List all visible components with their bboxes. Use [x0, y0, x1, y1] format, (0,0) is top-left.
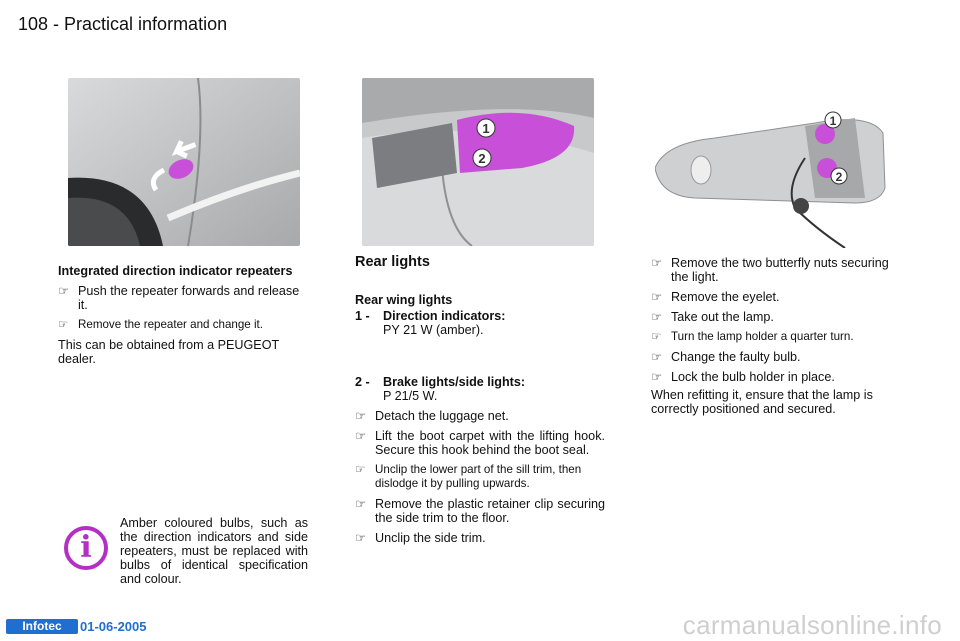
bullet-item: ☞ Change the faulty bulb. [651, 350, 906, 364]
left-column: Integrated direction indicator repeaters… [58, 264, 308, 372]
bullet-item: ☞ Remove the eyelet. [651, 290, 906, 304]
bullet-item: ☞ Turn the lamp holder a quarter turn. [651, 330, 906, 344]
bullet-text: Push the repeater forwards and release i… [78, 284, 300, 312]
bullet-item: ☞ Remove the plastic retainer clip secur… [355, 497, 605, 525]
info-icon: i [64, 526, 108, 570]
pointing-hand-icon: ☞ [355, 497, 367, 511]
bullet-item: ☞ Remove the two butterfly nuts securing… [651, 256, 906, 284]
rear-lights-title: Rear lights [355, 254, 430, 270]
middle-column: Rear lights Rear wing lights 1 - Directi… [355, 255, 605, 551]
callout-1: 1 [482, 121, 489, 136]
pointing-hand-icon: ☞ [355, 463, 366, 476]
footer-date: 01-06-2005 [80, 619, 147, 634]
pointing-hand-icon: ☞ [651, 350, 663, 364]
infotec-logo: Infotec [6, 619, 78, 634]
info-box: i Amber coloured bulbs, such as the dire… [62, 512, 314, 598]
pointing-hand-icon: ☞ [651, 256, 663, 270]
item-number: 2 - [355, 375, 370, 389]
bullet-text: Remove the eyelet. [671, 290, 780, 304]
bullet-item: ☞ Lock the bulb holder in place. [651, 370, 906, 384]
callout-2: 2 [478, 151, 485, 166]
bullet-text: Lift the boot carpet with the lifting ho… [375, 429, 605, 457]
pointing-hand-icon: ☞ [651, 330, 662, 343]
pointing-hand-icon: ☞ [355, 409, 367, 423]
callout-1b: 1 [830, 114, 837, 128]
bullet-item: ☞ Lift the boot carpet with the lifting … [355, 429, 605, 457]
rear-wing-subheading: Rear wing lights [355, 293, 453, 307]
bullet-item: ☞ Remove the repeater and change it. [58, 318, 308, 332]
bullet-item: ☞ Unclip the side trim. [355, 531, 605, 545]
bullet-text: Remove the plastic retainer clip securin… [375, 497, 605, 525]
bullet-text: Lock the bulb holder in place. [671, 370, 835, 384]
bullet-item: ☞ Unclip the lower part of the sill trim… [355, 463, 605, 491]
bullet-text: Change the faulty bulb. [671, 350, 801, 364]
bullet-item: ☞ Detach the luggage net. [355, 409, 605, 423]
procedure-list: ☞ Detach the luggage net. ☞ Lift the boo… [355, 409, 605, 545]
pointing-hand-icon: ☞ [651, 370, 663, 384]
right-column: ☞ Remove the two butterfly nuts securing… [651, 256, 906, 422]
pointing-hand-icon: ☞ [651, 310, 663, 324]
pointing-hand-icon: ☞ [651, 290, 663, 304]
bullet-text: Remove the repeater and change it. [78, 318, 263, 331]
dealer-note: This can be obtained from a PEUGEOT deal… [58, 338, 279, 366]
bullet-text: Turn the lamp holder a quarter turn. [671, 330, 854, 343]
figure-rear-light: 1 2 [362, 78, 594, 246]
item-detail: PY 21 W (amber). [383, 323, 484, 337]
bullet-text: Take out the lamp. [671, 310, 774, 324]
bullet-text: Unclip the lower part of the sill trim, … [375, 463, 582, 490]
bullet-item: ☞ Push the repeater forwards and release… [58, 284, 308, 312]
bullet-text: Detach the luggage net. [375, 409, 509, 423]
repeaters-heading: Integrated direction indicator repeaters [58, 264, 293, 278]
watermark: carmanualsonline.info [682, 610, 942, 640]
pointing-hand-icon: ☞ [355, 531, 367, 545]
info-text: Amber coloured bulbs, such as the direct… [120, 516, 308, 586]
bullet-text: Unclip the side trim. [375, 531, 486, 545]
pointing-hand-icon: ☞ [58, 284, 70, 298]
page-title: 108 - Practical information [18, 14, 228, 34]
callout-2b: 2 [836, 170, 843, 184]
pointing-hand-icon: ☞ [58, 318, 69, 331]
info-icon-glyph: i [80, 530, 92, 565]
bullet-text: Remove the two butterfly nuts securing t… [671, 256, 889, 284]
item-label: Direction indicators: [383, 309, 506, 323]
figure-side-repeater [68, 78, 300, 246]
numbered-item: 2 - Brake lights/side lights: P 21/5 W. [355, 375, 605, 403]
bullet-item: ☞ Take out the lamp. [651, 310, 906, 324]
refitting-note: When refitting it, ensure that the lamp … [651, 388, 873, 416]
pointing-hand-icon: ☞ [355, 429, 367, 443]
item-number: 1 - [355, 309, 370, 323]
item-label: Brake lights/side lights: [383, 375, 526, 389]
numbered-item: 1 - Direction indicators: PY 21 W (amber… [355, 309, 605, 337]
item-detail: P 21/5 W. [383, 389, 438, 403]
figure-lamp-unit: 1 2 [655, 108, 887, 248]
